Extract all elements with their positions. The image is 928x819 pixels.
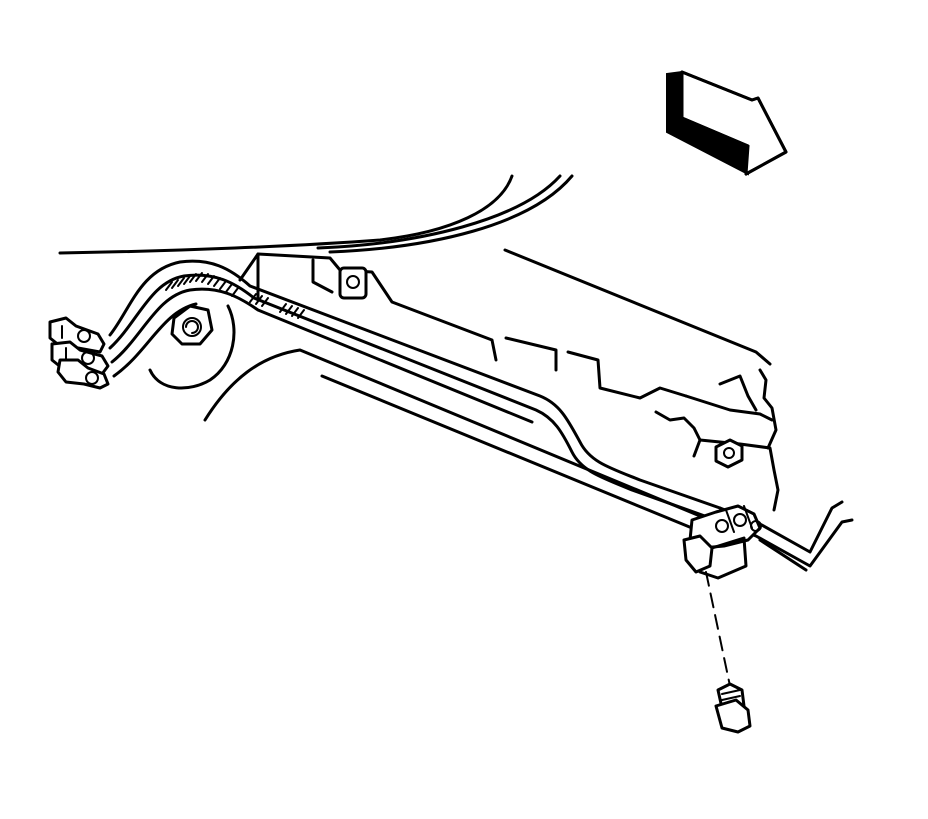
line-retaining-clips <box>48 316 762 580</box>
mounting-bolt <box>705 571 752 734</box>
frame-rail <box>238 252 780 512</box>
direction-arrow-icon <box>666 70 788 176</box>
vehicle-body-panel <box>58 174 772 530</box>
wheel-hub-nut <box>148 304 236 390</box>
